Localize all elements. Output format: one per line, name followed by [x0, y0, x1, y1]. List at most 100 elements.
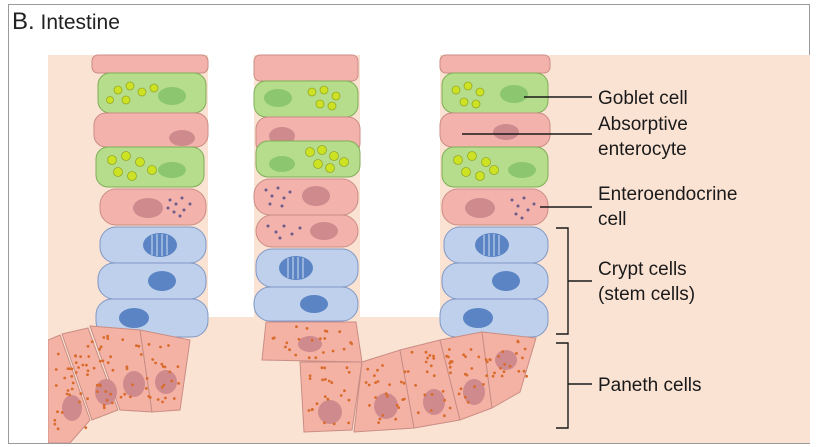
paneth-granule: [470, 348, 473, 351]
paneth-granule: [103, 406, 106, 409]
paneth-granule: [126, 367, 129, 370]
enterocyte-cell: [440, 55, 550, 73]
crypt-column-left: [92, 55, 208, 337]
paneth-granule: [343, 348, 346, 351]
paneth-granule: [151, 358, 154, 361]
paneth-granule: [131, 383, 134, 386]
paneth-granule: [55, 384, 58, 387]
paneth-granule: [373, 374, 376, 377]
paneth-granule: [368, 404, 371, 407]
paneth-granule: [55, 368, 58, 371]
paneth-granule: [509, 365, 512, 368]
paneth-granule: [407, 370, 410, 373]
paneth-granule: [75, 371, 78, 374]
paneth-granule: [492, 375, 495, 378]
paneth-granule: [501, 375, 504, 378]
paneth-granule: [311, 408, 314, 411]
paneth-granule: [333, 423, 336, 426]
paneth-granule: [464, 396, 467, 399]
crypt-stem-cell: [440, 299, 548, 337]
paneth-granule: [120, 396, 123, 399]
paneth-granule: [404, 370, 407, 373]
goblet-cell: [98, 73, 206, 113]
paneth-granule: [394, 418, 397, 421]
paneth-granule: [309, 377, 312, 380]
paneth-granule: [366, 368, 369, 371]
paneth-granule: [56, 410, 59, 413]
paneth-granule: [432, 357, 435, 360]
paneth-granule: [365, 381, 368, 384]
paneth-granule: [482, 383, 485, 386]
paneth-granule: [104, 390, 107, 393]
paneth-granule: [397, 406, 400, 409]
paneth-granule: [160, 363, 163, 366]
paneth-granule: [163, 384, 166, 387]
paneth-granule: [309, 374, 312, 377]
paneth-granule: [170, 380, 173, 383]
paneth-granule: [323, 421, 326, 424]
enteroendocrine-label-line1: Enteroendocrine: [598, 184, 737, 205]
paneth-granule: [79, 355, 82, 358]
paneth-granule: [488, 358, 491, 361]
paneth-granule: [77, 366, 80, 369]
paneth-granule: [159, 346, 162, 349]
goblet-label: Goblet cell: [598, 88, 688, 109]
paneth-granule: [503, 370, 506, 373]
paneth-granule: [164, 397, 167, 400]
paneth-granule: [442, 390, 445, 393]
paneth-granule: [103, 404, 106, 407]
paneth-granule: [54, 423, 57, 426]
paneth-granule: [332, 350, 335, 353]
paneth-granule: [87, 355, 90, 358]
paneth-granule: [79, 392, 82, 395]
paneth-granule: [100, 345, 103, 348]
paneth-granule: [343, 389, 346, 392]
paneth-granule: [272, 337, 275, 340]
paneth-granule: [319, 337, 322, 340]
paneth-granule: [82, 364, 85, 367]
paneth-granule: [470, 367, 473, 370]
paneth-granule: [140, 353, 143, 356]
paneth-granule: [288, 348, 291, 351]
paneth-granule: [112, 369, 115, 372]
paneth-granule: [425, 351, 428, 354]
paneth-granule: [102, 360, 105, 363]
paneth-granule: [517, 370, 520, 373]
paneth-granule: [433, 374, 436, 377]
enterocyte-cell: [254, 55, 358, 81]
paneth-granule: [430, 364, 433, 367]
paneth-granule: [388, 383, 391, 386]
paneth-granule: [521, 357, 524, 360]
paneth-granule: [96, 390, 99, 393]
crypt-column-middle: [254, 55, 360, 321]
paneth-granule: [517, 341, 520, 344]
paneth-granule: [308, 409, 311, 412]
paneth-granule: [376, 369, 379, 372]
paneth-granule: [324, 395, 327, 398]
paneth-granule: [385, 392, 388, 395]
paneth-granule: [99, 383, 102, 386]
paneth-granule: [61, 411, 64, 414]
paneth-granule: [93, 367, 96, 370]
paneth-granule: [135, 344, 138, 347]
paneth-granule: [485, 374, 488, 377]
paneth-granule: [431, 393, 434, 396]
paneth-granule: [382, 414, 385, 417]
paneth-granule: [168, 371, 171, 374]
paneth-granule: [348, 399, 351, 402]
paneth-granule: [107, 361, 110, 364]
paneth-granule: [346, 366, 349, 369]
paneth-granule: [403, 398, 406, 401]
paneth-granule: [443, 399, 446, 402]
paneth-granule: [503, 363, 506, 366]
paneth-granule: [499, 367, 502, 370]
paneth-granule: [327, 398, 330, 401]
paneth-granule: [477, 356, 480, 359]
paneth-granule: [349, 341, 352, 344]
paneth-granule: [84, 426, 87, 429]
paneth-granule: [66, 393, 69, 396]
paneth-granule: [430, 409, 433, 412]
paneth-granule: [324, 378, 327, 381]
paneth-granule: [91, 340, 94, 343]
